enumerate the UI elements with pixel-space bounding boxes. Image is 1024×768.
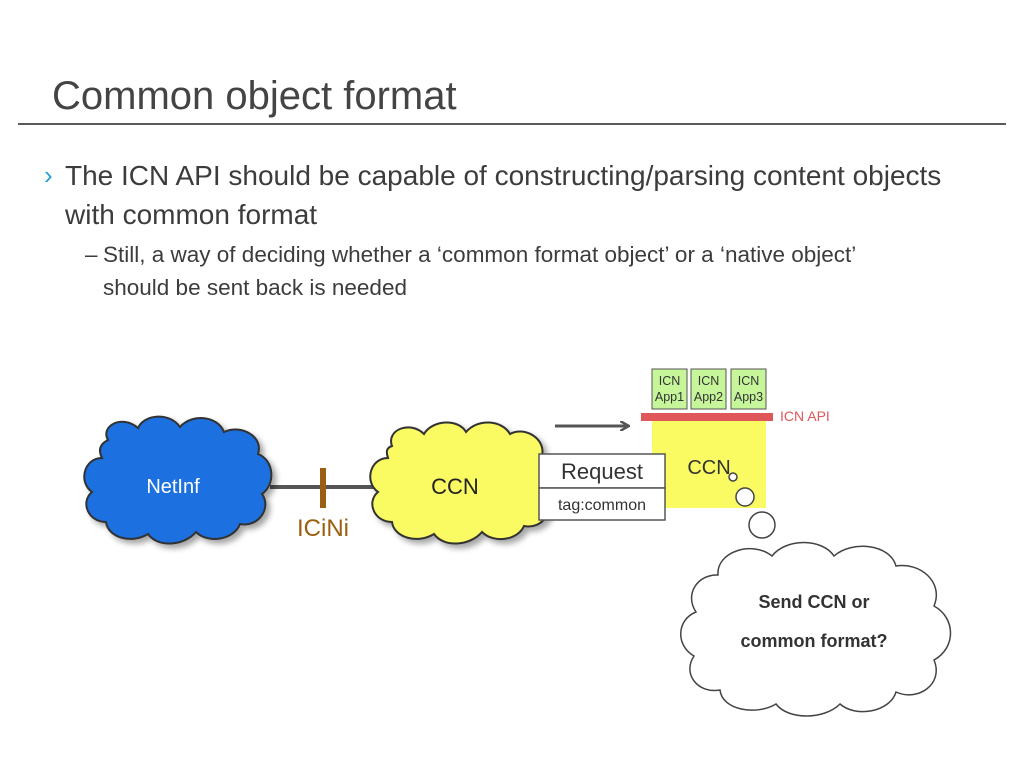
request-tag: tag:common <box>558 497 646 514</box>
bullet-text: The ICN API should be capable of constru… <box>65 160 942 230</box>
icn-app-3: ICN App3 <box>730 368 767 410</box>
thought-cloud <box>680 541 952 717</box>
app-label-line1: ICN <box>698 374 720 388</box>
netinf-label: NetInf <box>146 476 200 498</box>
thought-line-1: Send CCN or <box>758 592 869 612</box>
ccn-cloud <box>369 421 557 545</box>
ccn-cloud-label: CCN <box>431 474 479 499</box>
app-label-line1: ICN <box>659 374 681 388</box>
request-title: Request <box>561 459 643 484</box>
thought-dot-large <box>748 511 776 539</box>
app-label-line2: App3 <box>734 390 763 404</box>
icn-app-2: ICN App2 <box>690 368 727 410</box>
sub-bullet-text: Still, a way of deciding whether a ‘comm… <box>103 242 856 300</box>
bullet-marker: › <box>44 160 53 190</box>
bullet-item: › The ICN API should be capable of const… <box>44 156 944 234</box>
sub-bullet-item: – Still, a way of deciding whether a ‘co… <box>85 238 903 304</box>
title-divider <box>18 123 1006 125</box>
app-label-line1: ICN <box>738 374 760 388</box>
sub-bullet-marker: – <box>85 242 98 267</box>
icini-label: ICiNi <box>297 515 349 542</box>
thought-line-2: common format? <box>740 631 887 651</box>
request-box <box>538 453 666 521</box>
thought-dot-small <box>728 472 738 482</box>
icn-app-1: ICN App1 <box>651 368 688 410</box>
app-label-line2: App1 <box>655 390 684 404</box>
thought-dot-medium <box>735 487 755 507</box>
icn-api-bar <box>641 413 773 421</box>
icn-api-label: ICN API <box>780 408 830 424</box>
netinf-cloud <box>83 415 273 545</box>
ccn-node-label: CCN <box>687 457 730 479</box>
bullet-list: › The ICN API should be capable of const… <box>44 156 944 304</box>
page-title: Common object format <box>52 74 457 118</box>
app-label-line2: App2 <box>694 390 723 404</box>
icini-marker <box>320 468 326 508</box>
